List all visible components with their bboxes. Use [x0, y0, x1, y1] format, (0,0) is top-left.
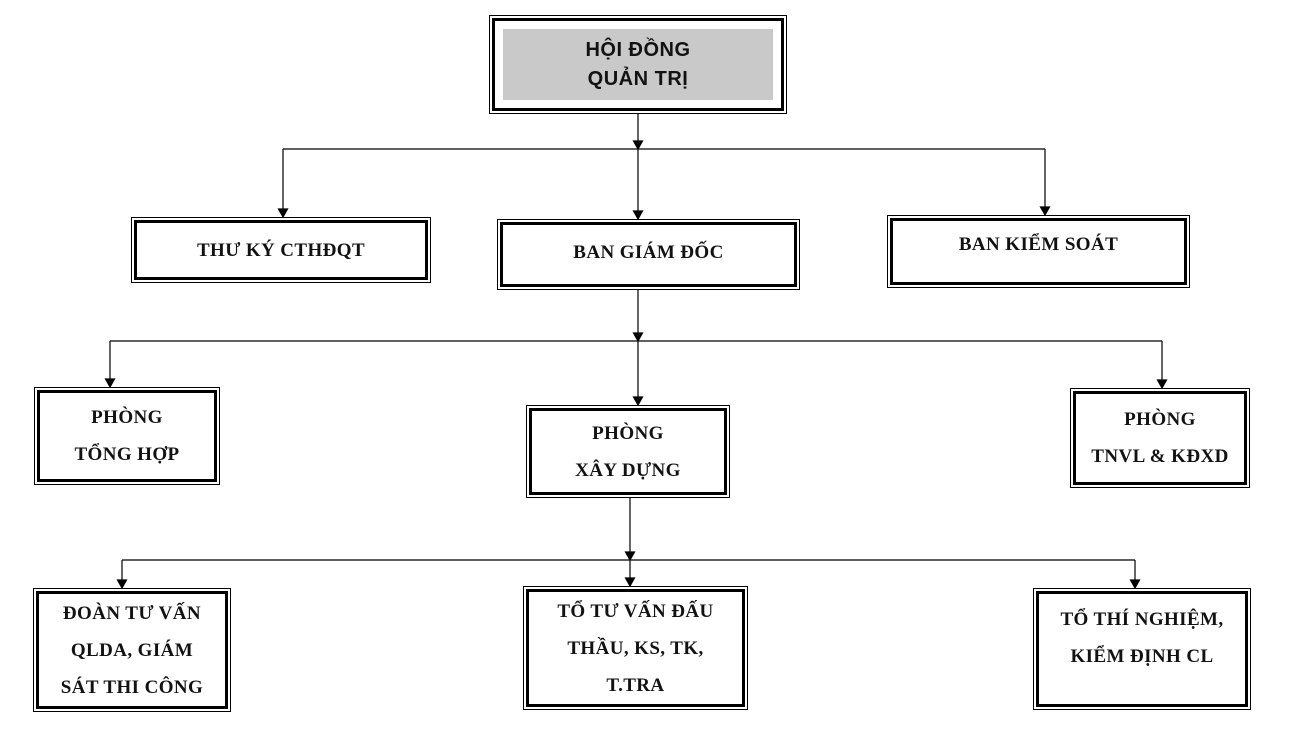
node-construction-frame: PHÒNG XÂY DỰNG [529, 408, 727, 495]
node-materials-testing-label: PHÒNG TNVL & KĐXD [1091, 409, 1229, 467]
node-directors-label: BAN GIÁM ĐỐC [573, 242, 724, 263]
edge-board-children [277, 114, 1051, 221]
edge-construction-bidding-team [624, 560, 636, 588]
node-supervisory-frame: BAN KIỂM SOÁT [890, 218, 1187, 285]
edge-directors-materials-testing [1156, 341, 1168, 390]
node-consulting-team-label: ĐOÀN TƯ VẤN QLDA, GIÁM SÁT THI CÔNG [60, 602, 204, 698]
edge-construction-consulting-team [116, 560, 128, 590]
arrowhead [116, 579, 128, 590]
edge-construction-testing-team [1129, 560, 1141, 590]
arrowhead [624, 551, 636, 562]
arrowhead [277, 208, 289, 219]
arrowhead [104, 378, 116, 389]
node-bidding-team-label: TỔ TƯ VẤN ĐẤU THẦU, KS, TK, T.TRA [557, 600, 714, 696]
node-construction-label: PHÒNG XÂY DỰNG [575, 422, 681, 481]
node-construction: PHÒNG XÂY DỰNG [526, 405, 730, 498]
arrowhead [1156, 379, 1168, 390]
node-board-fill: HỘI ĐỒNG QUẢN TRỊ [503, 29, 773, 100]
node-bidding-team-frame: TỔ TƯ VẤN ĐẤU THẦU, KS, TK, T.TRA [526, 589, 745, 707]
edge-directors-children [104, 290, 1168, 407]
node-secretary-frame: THƯ KÝ CTHĐQT [134, 220, 428, 280]
edge-board-supervisory [1039, 149, 1051, 217]
edge-construction-children [116, 498, 1141, 590]
arrowhead [624, 577, 636, 588]
node-general-office-label: PHÒNG TỔNG HỢP [74, 407, 180, 465]
node-directors: BAN GIÁM ĐỐC [497, 219, 800, 290]
node-consulting-team-frame: ĐOÀN TƯ VẤN QLDA, GIÁM SÁT THI CÔNG [36, 591, 228, 709]
edge-directors-construction [632, 341, 644, 407]
edge-directors-general-office [104, 341, 116, 389]
arrowhead [632, 332, 644, 343]
node-secretary: THƯ KÝ CTHĐQT [131, 217, 431, 283]
arrowhead [1129, 579, 1141, 590]
node-materials-testing-frame: PHÒNG TNVL & KĐXD [1073, 391, 1247, 485]
edge-board-directors [632, 149, 644, 221]
node-supervisory-label: BAN KIỂM SOÁT [958, 234, 1119, 255]
node-testing-team: TỔ THÍ NGHIỆM, KIỂM ĐỊNH CL [1033, 588, 1251, 710]
node-consulting-team: ĐOÀN TƯ VẤN QLDA, GIÁM SÁT THI CÔNG [33, 588, 231, 712]
node-general-office: PHÒNG TỔNG HỢP [34, 387, 220, 485]
node-secretary-label: THƯ KÝ CTHĐQT [196, 239, 366, 261]
node-board-label: HỘI ĐỒNG QUẢN TRỊ [585, 38, 691, 90]
node-testing-team-frame: TỔ THÍ NGHIỆM, KIỂM ĐỊNH CL [1036, 591, 1248, 707]
node-general-office-frame: PHÒNG TỔNG HỢP [37, 390, 217, 482]
edge-board-secretary [277, 149, 289, 219]
arrowhead [632, 396, 644, 407]
node-directors-frame: BAN GIÁM ĐỐC [500, 222, 797, 287]
node-board: HỘI ĐỒNG QUẢN TRỊ [489, 15, 787, 114]
arrowhead [632, 140, 644, 151]
node-bidding-team: TỔ TƯ VẤN ĐẤU THẦU, KS, TK, T.TRA [523, 586, 748, 710]
arrowhead [1039, 206, 1051, 217]
node-supervisory: BAN KIỂM SOÁT [887, 215, 1190, 288]
node-materials-testing: PHÒNG TNVL & KĐXD [1070, 388, 1250, 488]
arrowhead [632, 210, 644, 221]
node-board-frame: HỘI ĐỒNG QUẢN TRỊ [492, 18, 784, 111]
node-testing-team-label: TỔ THÍ NGHIỆM, KIỂM ĐỊNH CL [1060, 609, 1224, 667]
